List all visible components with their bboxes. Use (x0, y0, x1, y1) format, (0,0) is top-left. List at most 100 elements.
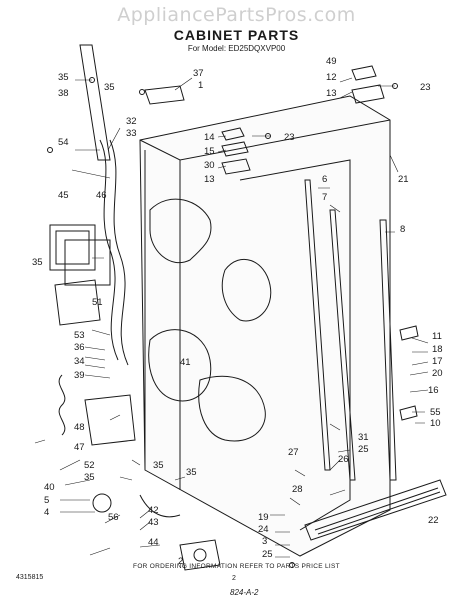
ordering-info-note: FOR ORDERING INFORMATION REFER TO PARTS … (133, 563, 340, 570)
callout: 49 (326, 56, 337, 67)
panel-51 (54, 279, 101, 326)
rail-8 (379, 219, 397, 481)
callout: 13 (326, 88, 337, 99)
callout: 18 (432, 344, 443, 355)
trim-strip-38 (79, 44, 111, 161)
callout: 10 (430, 418, 441, 429)
callout: 43 (148, 517, 159, 528)
hinge-cap-14 (221, 127, 245, 141)
callout: 52 (84, 460, 95, 471)
callout: 17 (432, 356, 443, 367)
diagram-title: CABINET PARTS (173, 27, 300, 43)
toe-grille-slots (314, 487, 441, 535)
screw (47, 147, 53, 153)
callout: 33 (126, 128, 137, 139)
callout: 35 (58, 72, 69, 83)
drain-hose-42 (139, 494, 181, 518)
callout: 12 (326, 72, 337, 83)
footer-page-number: 2 (232, 575, 236, 582)
callout: 38 (58, 88, 69, 99)
cabinet-drawing (34, 44, 447, 571)
callout: 26 (338, 454, 349, 465)
hinge-bracket-15 (221, 141, 249, 157)
screw (392, 83, 398, 89)
callout: 32 (126, 116, 137, 127)
leader-lines (34, 77, 429, 558)
callout: 28 (292, 484, 303, 495)
callout: 36 (74, 342, 85, 353)
callout: 6 (322, 174, 327, 185)
callout: 16 (428, 385, 439, 396)
panel-45-back (64, 239, 111, 286)
callout: 35 (153, 460, 164, 471)
callout: 19 (258, 512, 269, 523)
part-55 (399, 405, 418, 421)
callout: 1 (198, 80, 203, 91)
callout: 55 (430, 407, 441, 418)
cabinet-front-left (139, 95, 391, 557)
callout: 14 (204, 132, 215, 143)
cabinet-right-liner (239, 159, 351, 531)
callout: 56 (108, 512, 119, 523)
callout: 21 (398, 174, 409, 185)
callout: 2 (178, 556, 183, 567)
callout: 25 (358, 444, 369, 455)
pump-assembly (179, 539, 221, 571)
watermark-text: AppliancePartsPros.com (117, 4, 356, 26)
callout: 40 (44, 482, 55, 493)
hinge-plate-37 (144, 85, 185, 105)
cutaway-right-upper (221, 258, 272, 322)
callout: 11 (432, 331, 442, 342)
footer-doc-number: 4315815 (16, 574, 44, 581)
callout: 39 (74, 370, 85, 381)
cutaway-middle (148, 329, 212, 402)
callout: 46 (96, 190, 107, 201)
callout: 24 (258, 524, 269, 535)
callout: 8 (400, 224, 405, 235)
hinge-cover-13 (221, 158, 251, 175)
callout: 5 (44, 495, 49, 506)
screw (289, 562, 295, 568)
callout: 54 (58, 137, 69, 148)
callout: 35 (84, 472, 95, 483)
callout: 35 (104, 82, 115, 93)
rail-7 (329, 209, 356, 481)
callout: 20 (432, 368, 443, 379)
screw (89, 77, 95, 83)
cutaway-bottom (198, 375, 266, 442)
callout: 15 (204, 146, 215, 157)
compressor-box (84, 394, 136, 446)
pump-motor (193, 548, 207, 562)
callout-labels: 35 38 54 45 46 35 5 1 53 36 3 4 39 48 47 4… (32, 56, 443, 567)
callout: 27 (288, 447, 299, 458)
callout: 4 (44, 507, 49, 518)
caster-wheel (92, 493, 112, 513)
hinge-cap-49 (351, 65, 377, 81)
callout: 48 (74, 422, 85, 433)
callout: 42 (148, 505, 159, 516)
callout: 53 (74, 330, 85, 341)
toe-grille-22 (304, 479, 447, 541)
compressor-coil (58, 374, 66, 436)
callout: 47 (74, 442, 85, 453)
callout: 3 (262, 536, 267, 547)
cutaway-left-upper (149, 198, 212, 264)
callout: 37 (193, 68, 204, 79)
callout: 25 (262, 549, 273, 560)
callout: 7 (322, 192, 327, 203)
hinge-bracket-13 (351, 84, 385, 104)
model-subtitle: For Model: ED25DQXVP00 (187, 44, 286, 53)
panel-45-outer (49, 224, 96, 271)
callout: 23 (284, 132, 295, 143)
callout: 30 (204, 160, 215, 171)
callout: 45 (58, 190, 69, 201)
callout: 44 (148, 537, 159, 548)
callout: 41 (180, 357, 191, 368)
callout: 35 (32, 257, 43, 268)
callout: 23 (420, 82, 431, 93)
callout: 22 (428, 515, 439, 526)
wire-harness-32 (99, 139, 119, 361)
panel-45-inner (55, 230, 90, 265)
callout: 13 (204, 174, 215, 185)
